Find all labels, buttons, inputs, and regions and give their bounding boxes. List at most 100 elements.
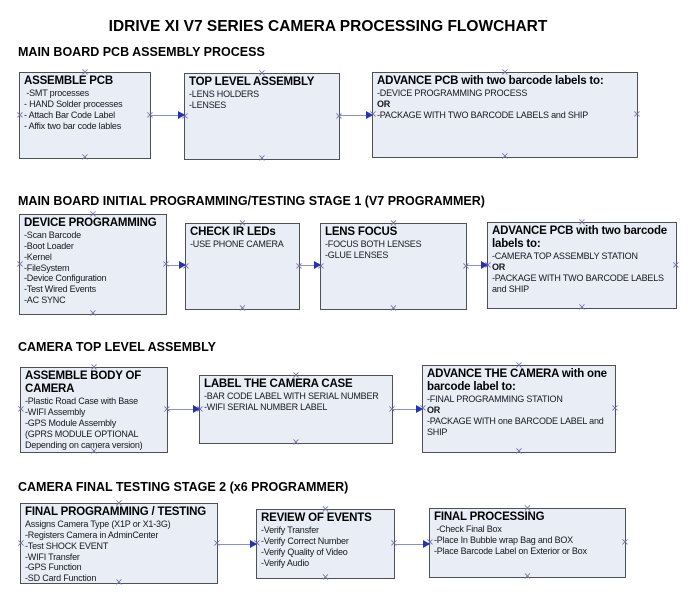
connector-arrow (340, 111, 373, 120)
box-line: OR (427, 405, 441, 416)
box-line: OR (377, 99, 391, 110)
box-line: -Scan Barcode (24, 230, 81, 241)
connection-point-marker: × (257, 153, 267, 164)
box-line: -WIFI Assembly (25, 407, 86, 418)
box-line: -Verify Correct Number (261, 536, 349, 547)
box-title: LABEL THE CAMERA CASE (204, 378, 353, 390)
arrowhead-icon (178, 111, 185, 120)
box-line: -Test SHOCK EVENT (25, 540, 109, 551)
flow-box-top-level-assembly: TOP LEVEL ASSEMBLY -LENS HOLDERS -LENSES… (181, 69, 344, 164)
box-line: -PACKAGE WITH one BARCODE LABEL and SHIP (427, 416, 606, 437)
connector-arrow (300, 261, 321, 270)
box-title: ADVANCE PCB with two barcode labels to: (492, 225, 668, 251)
box-line: -Registers Camera in AdminCenter (25, 530, 159, 541)
arrowhead-icon (179, 261, 186, 270)
box-line: - Affix two bar code lables (24, 120, 121, 131)
box-line: -Kernel (24, 251, 52, 262)
connection-point-marker: × (80, 152, 90, 163)
connection-point-marker: × (162, 404, 172, 415)
connection-point-marker: × (238, 303, 247, 314)
flow-box-device-programming: DEVICE PROGRAMMING -Scan Barcode -Boot L… (15, 210, 170, 319)
box-title: ASSEMBLE BODY OF CAMERA (25, 370, 142, 396)
page-title: IDRIVE XI V7 SERIES CAMERA PROCESSING FL… (108, 18, 548, 35)
box-line: -CAMERA TOP ASSEMBLY STATION (492, 251, 638, 262)
box-line: -Plastic Road Case with Base (25, 396, 138, 407)
box-line: -WIFI SERIAL NUMBER LABEL (204, 402, 328, 413)
flow-box-lens-focus: LENS FOCUS -FOCUS BOTH LENSES -GLUE LENS… (317, 219, 471, 314)
box-title: DEVICE PROGRAMMING (24, 217, 157, 229)
connector-arrow (395, 540, 430, 549)
box-line: OR (492, 262, 506, 273)
box-line: -Device Configuration (24, 273, 107, 284)
box-title: CHECK IR LEDs (190, 226, 276, 238)
box-line: -FOCUS BOTH LENSES (325, 239, 422, 250)
box-title: REVIEW OF EVENTS (261, 512, 372, 524)
flow-box-advance-pcb-2: ADVANCE PCB with two barcode labels to: … (484, 218, 681, 313)
box-line: - Attach Bar Code Label (24, 109, 115, 120)
connector-arrow (218, 540, 257, 549)
box-title: ASSEMBLE PCB (24, 75, 113, 87)
box-line: Depending on camera version) (25, 439, 143, 450)
box-line: -SD Card Function (25, 573, 97, 584)
connection-point-marker: × (461, 260, 471, 272)
box-title: ADVANCE THE CAMERA with one barcode labe… (427, 368, 607, 394)
box-line: -PACKAGE WITH TWO BARCODE LABELS and SHI… (377, 109, 589, 120)
connection-point-marker: × (334, 110, 344, 122)
connection-point-marker: × (88, 308, 98, 319)
arrowhead-icon (416, 405, 423, 414)
connection-point-marker: × (321, 572, 330, 583)
box-line: -BAR CODE LABEL WITH SERIAL NUMBER (204, 391, 379, 402)
connection-point-marker: × (389, 303, 398, 314)
box-line: -GPS Module Assembly (25, 418, 117, 429)
connection-point-marker: × (577, 302, 587, 313)
section-header-pcb-assembly: MAIN BOARD PCB ASSEMBLY PROCESS (18, 45, 265, 59)
flow-box-final-programming-testing: FINAL PROGRAMMING / TESTING Assigns Came… (16, 499, 221, 588)
box-line: -WIFI Transfer (25, 551, 80, 562)
box-line: -Place In Bubble wrap Bag and BOX (434, 535, 573, 546)
box-title: FINAL PROGRAMMING / TESTING (25, 506, 206, 518)
connector-arrow (151, 111, 185, 120)
section-header-final-testing-stage2: CAMERA FINAL TESTING STAGE 2 (x6 PROGRAM… (18, 480, 349, 494)
box-title: TOP LEVEL ASSEMBLY (189, 76, 315, 88)
box-line: -AC SYNC (24, 295, 66, 305)
box-line: -USE PHONE CAMERA (190, 239, 284, 250)
connector-arrow (393, 405, 423, 414)
connector-arrow (167, 261, 186, 270)
box-title: ADVANCE PCB with two barcode labels to: (377, 75, 604, 87)
flow-box-advance-camera: ADVANCE THE CAMERA with one barcode labe… (419, 361, 620, 457)
box-title: LENS FOCUS (325, 226, 398, 238)
arrowhead-icon (481, 261, 488, 270)
connection-point-marker: × (16, 404, 26, 415)
connection-point-marker: × (523, 571, 532, 582)
connection-point-marker: × (500, 151, 510, 162)
box-line: -SMT processes (24, 88, 89, 99)
flow-box-check-ir-leds: CHECK IR LEDs -USE PHONE CAMERA ×××× (182, 219, 304, 314)
arrowhead-icon (250, 540, 257, 549)
section-header-camera-top-assembly: CAMERA TOP LEVEL ASSEMBLY (18, 340, 216, 354)
connection-point-marker: × (15, 258, 25, 270)
box-line: -Test Wired Events (24, 284, 96, 295)
connection-point-marker: × (671, 259, 681, 271)
box-title: FINAL PROCESSING (434, 511, 545, 523)
box-line: -LENS HOLDERS (189, 89, 259, 100)
connector-arrow (467, 261, 488, 270)
section-header-programming-stage1: MAIN BOARD INITIAL PROGRAMMING/TESTING S… (18, 194, 485, 208)
box-line: -Check Final Box (434, 524, 502, 535)
connector-arrow (168, 405, 200, 414)
box-line: -DEVICE PROGRAMMING PROCESS (377, 88, 528, 99)
box-line: -Boot Loader (24, 241, 74, 252)
box-line: -FileSystem (24, 262, 70, 273)
connection-point-marker: × (610, 403, 620, 414)
connection-point-marker: × (620, 537, 630, 548)
box-line: - HAND Solder processes (24, 99, 123, 110)
connection-point-marker: × (514, 446, 524, 457)
connection-point-marker: × (291, 437, 301, 448)
connection-point-marker: × (294, 260, 304, 272)
connection-point-marker: × (16, 537, 26, 549)
connection-point-marker: × (632, 109, 642, 120)
box-line: -FINAL PROGRAMMING STATION (427, 394, 563, 405)
arrowhead-icon (423, 540, 430, 549)
box-line: -GPS Function (25, 562, 82, 573)
flow-box-assemble-body: ASSEMBLE BODY OF CAMERA -Plastic Road Ca… (16, 363, 172, 457)
